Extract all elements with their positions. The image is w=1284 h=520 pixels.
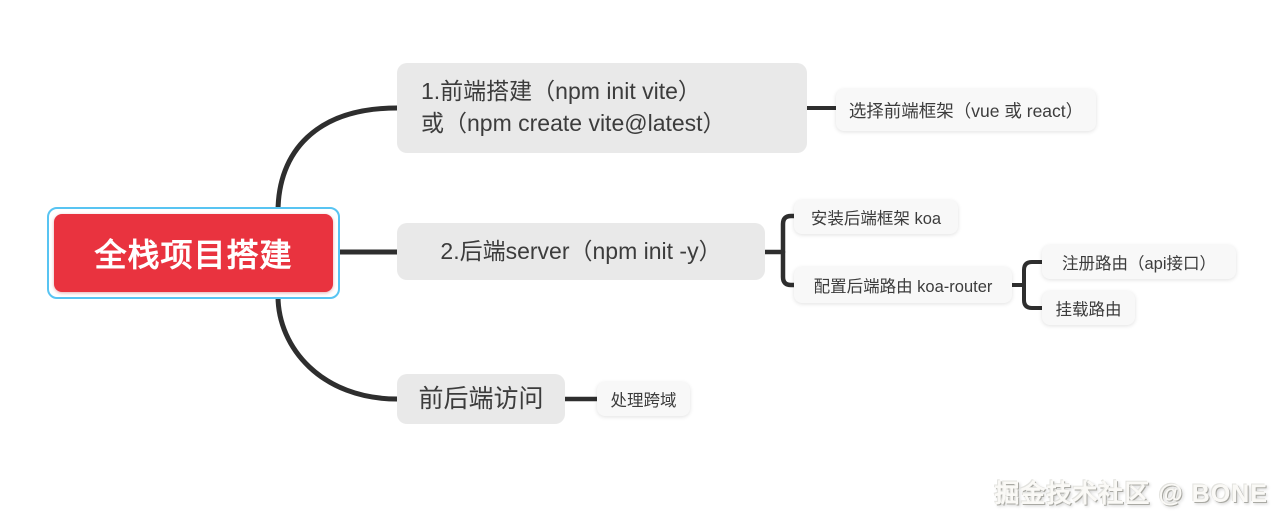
leaf-node-configure-koa-router[interactable]: 配置后端路由 koa-router — [794, 267, 1012, 303]
connector-root-to-access — [275, 293, 400, 402]
connector-router-bracket — [1022, 260, 1045, 310]
leaf-node-mount-routes[interactable]: 挂载路由 — [1042, 291, 1135, 325]
connector-backend-bracket — [780, 213, 798, 288]
branch-node-frontend-setup[interactable]: 1.前端搭建（npm init vite） 或（npm create vite@… — [397, 63, 807, 153]
leaf-node-handle-cors[interactable]: 处理跨域 — [597, 382, 690, 416]
branch-node-backend-server[interactable]: 2.后端server（npm init -y） — [397, 223, 765, 280]
connector-root-to-frontend — [275, 105, 400, 215]
root-node[interactable]: 全栈项目搭建 — [54, 214, 333, 292]
leaf-node-install-koa[interactable]: 安装后端框架 koa — [794, 200, 958, 234]
root-node-selection[interactable]: 全栈项目搭建 — [47, 207, 340, 299]
branch-node-frontend-backend-access[interactable]: 前后端访问 — [397, 374, 565, 424]
leaf-node-register-routes-api[interactable]: 注册路由（api接口） — [1042, 245, 1236, 279]
leaf-node-choose-frontend-framework[interactable]: 选择前端框架（vue 或 react） — [836, 89, 1096, 131]
watermark-text: 掘金技术社区 @ BONE — [994, 480, 1268, 508]
